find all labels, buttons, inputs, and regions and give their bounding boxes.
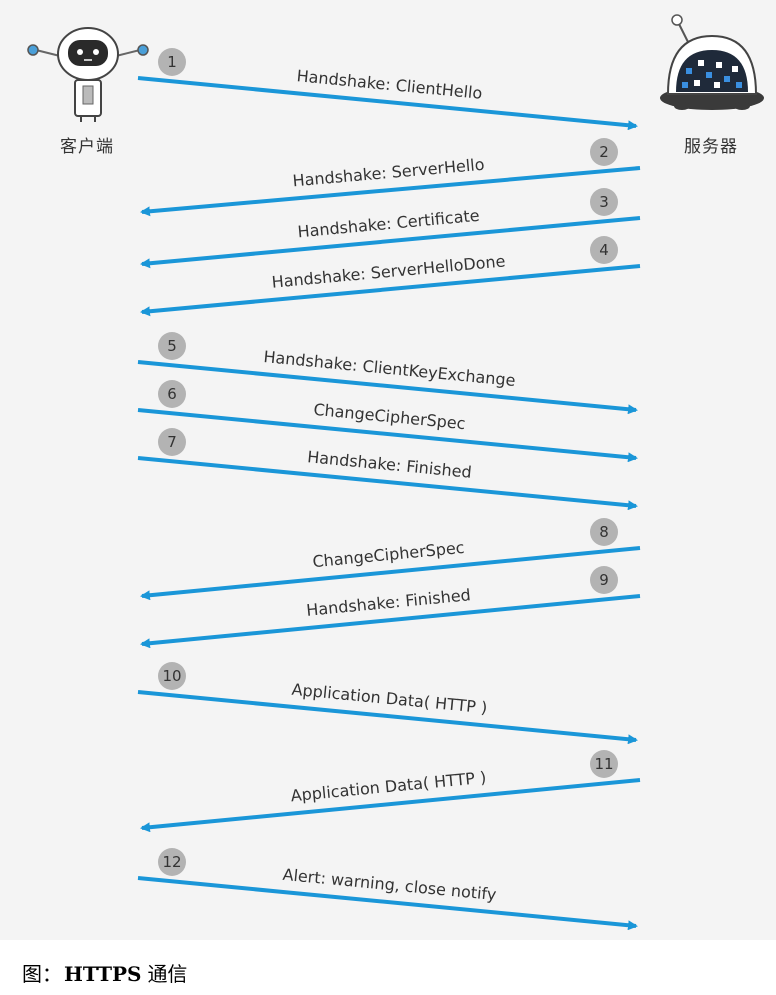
- step-badge: [590, 138, 618, 166]
- message-label: Application Data( HTTP ): [291, 680, 488, 718]
- message-arrow: [140, 546, 641, 601]
- server-robot-icon: [660, 14, 764, 110]
- caption-prefix: 图：: [22, 962, 62, 986]
- diagram-background: [0, 0, 776, 940]
- step-number: 10: [162, 667, 181, 685]
- step-number: 4: [599, 241, 609, 259]
- step-badge: [158, 380, 186, 408]
- message-arrow: [140, 264, 641, 317]
- message-label: Handshake: ClientKeyExchange: [263, 347, 517, 390]
- step-badge: [158, 848, 186, 876]
- message-arrow: [140, 594, 641, 649]
- message-label: Alert: warning, close notify: [282, 865, 497, 904]
- step-number: 5: [167, 337, 177, 355]
- step-number: 9: [599, 571, 609, 589]
- step-number: 8: [599, 523, 609, 541]
- step-number: 6: [167, 385, 177, 403]
- server-label: 服务器: [684, 137, 738, 157]
- step-badge: [158, 662, 186, 690]
- client-label: 客户端: [60, 137, 114, 157]
- message-arrow: [137, 360, 638, 415]
- step-badge: [590, 188, 618, 216]
- step-badge: [590, 750, 618, 778]
- message-arrow: [140, 166, 641, 217]
- message-label: Handshake: ServerHelloDone: [271, 251, 506, 291]
- step-badge: [590, 566, 618, 594]
- step-number: 11: [594, 755, 613, 773]
- step-number: 1: [167, 53, 177, 71]
- message-label: Application Data( HTTP ): [290, 768, 487, 806]
- message-arrow: [137, 76, 638, 131]
- step-badge: [158, 428, 186, 456]
- step-badge: [158, 332, 186, 360]
- step-number: 12: [162, 853, 181, 871]
- step-number: 3: [599, 193, 609, 211]
- caption-suffix: 通信: [147, 962, 188, 986]
- step-badge: [158, 48, 186, 76]
- step-badge: [590, 518, 618, 546]
- step-badge: [590, 236, 618, 264]
- message-arrow: [137, 456, 638, 511]
- message-arrow: [137, 876, 638, 931]
- message-arrow: [137, 690, 638, 745]
- step-number: 2: [599, 143, 609, 161]
- message-arrow: [140, 216, 641, 269]
- message-arrow: [137, 408, 638, 463]
- message-arrow: [140, 778, 641, 833]
- step-number: 7: [167, 433, 177, 451]
- client-robot-icon: [27, 27, 149, 122]
- caption-title: HTTPS: [64, 962, 142, 986]
